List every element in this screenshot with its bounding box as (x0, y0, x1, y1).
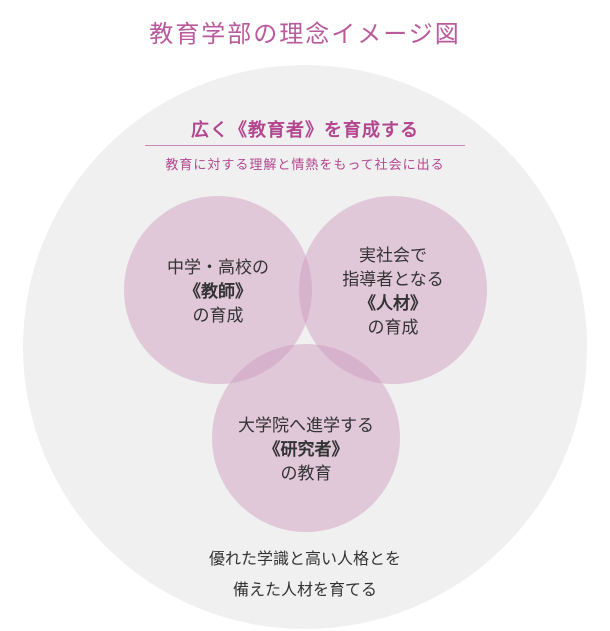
outer-headline: 広く《教育者》を育成する (191, 120, 419, 141)
teacher-circle (124, 196, 312, 384)
talent-line-1: 実社会で (359, 246, 427, 266)
talent-line-4: の育成 (367, 318, 419, 338)
teacher-line-3: の育成 (192, 306, 244, 326)
footer-line-1: 優れた学識と高い人格とを (208, 549, 401, 568)
researcher-circle-label: 大学院へ進学する 《研究者》 の教育 (212, 414, 400, 486)
teacher-line-2: 《教師》 (184, 282, 252, 302)
talent-circle-label: 実社会で 指導者となる 《人材》 の育成 (299, 244, 487, 340)
talent-circle (299, 196, 487, 384)
researcher-line-3: の教育 (280, 464, 332, 484)
headline-divider (145, 145, 465, 146)
researcher-circle (212, 344, 400, 532)
outer-subline: 教育に対する理解と情熱をもって社会に出る (165, 158, 445, 173)
footer-line-2: 備えた人材を育てる (232, 580, 377, 599)
researcher-line-2: 《研究者》 (263, 440, 349, 460)
outer-circle (23, 65, 587, 629)
diagram-title: 教育学部の理念イメージ図 (149, 20, 461, 48)
teacher-line-1: 中学・高校の (167, 258, 269, 278)
researcher-line-1: 大学院へ進学する (238, 416, 374, 436)
teacher-circle-label: 中学・高校の 《教師》 の育成 (124, 256, 312, 328)
talent-line-3: 《人材》 (359, 294, 427, 314)
talent-line-2: 指導者となる (342, 270, 444, 290)
